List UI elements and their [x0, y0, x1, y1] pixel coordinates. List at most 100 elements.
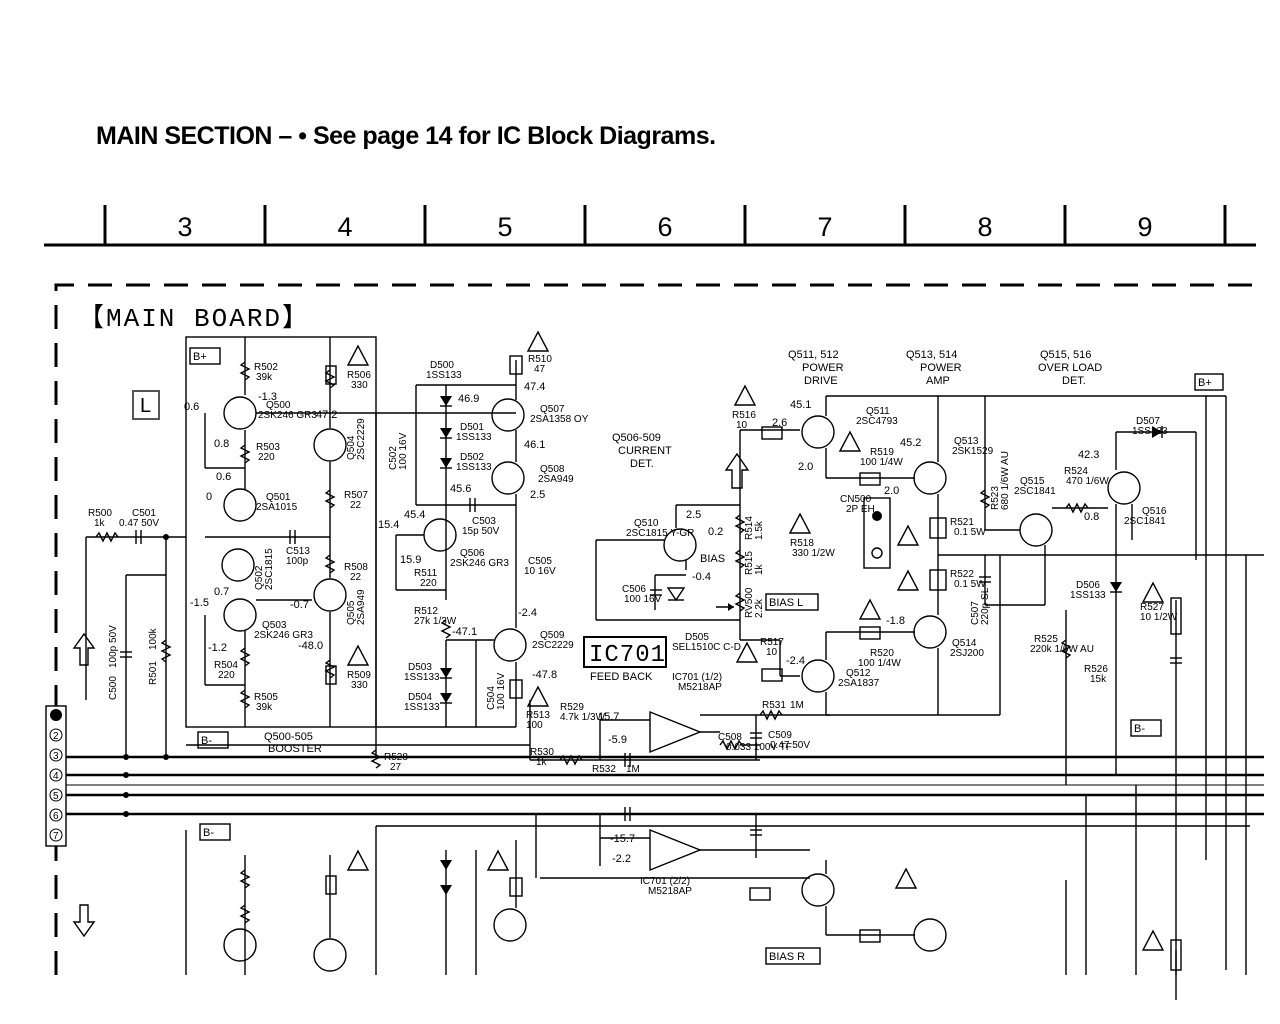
component-label: D501 [460, 422, 484, 433]
component-label: R530 [530, 747, 554, 758]
warning-icon [1141, 929, 1165, 951]
rail-tag-b-plus [1194, 373, 1224, 391]
component-label: R522 [950, 569, 974, 580]
component-value: 1M [626, 764, 640, 775]
component-value: 2SC4793 [856, 416, 898, 427]
column-label: 5 [497, 212, 512, 242]
component-label: R502 [254, 362, 278, 373]
component-label: R523 [990, 486, 1001, 510]
column-label: 8 [977, 212, 992, 242]
component-value: 22 [350, 572, 362, 583]
pin-number: 2 [53, 731, 59, 742]
component-label: RV500 [744, 587, 755, 618]
voltage-reading: 45.2 [900, 437, 921, 449]
component-value: 22 [350, 500, 362, 511]
corner-mark: L [140, 395, 151, 417]
component-value: 4.7k 1/3W [560, 712, 606, 723]
component-value: 2SA1358 OY [530, 414, 589, 425]
signal-down-arrow-icon [72, 904, 96, 938]
component-value: 2P EH [846, 504, 875, 515]
voltage-reading: 0.8 [1084, 511, 1099, 523]
pin-number: 5 [53, 791, 59, 802]
component-label: C509 [768, 730, 792, 741]
voltage-reading: 2.0 [798, 461, 813, 473]
voltage-reading: 15.4 [378, 519, 399, 531]
component-label: D507 [1136, 416, 1160, 427]
component-label: R532 [592, 764, 616, 775]
component-value: 100p 50V [108, 625, 119, 668]
column-label: 6 [657, 212, 672, 242]
component-label: Q510 [634, 518, 659, 529]
component-value: 470 1/6W [1066, 476, 1109, 487]
component-value: 0.47 50V [770, 740, 810, 751]
rail-label: B- [1134, 723, 1145, 735]
rail-tag-b-minus [197, 731, 229, 749]
voltage-reading: 45.6 [450, 483, 471, 495]
component-label: R503 [256, 442, 280, 453]
voltage-reading: 47.2 [316, 409, 337, 421]
component-label: Q515 [1020, 476, 1045, 487]
component-value: 1k [536, 757, 548, 768]
component-value: 2SA949 [538, 474, 574, 485]
connector-cn [45, 705, 67, 847]
component-label: R529 [560, 702, 584, 713]
voltage-reading: -48.0 [298, 640, 323, 652]
component-value: 220 [420, 578, 437, 589]
component-value: 10 16V [524, 566, 556, 577]
opamp-upper [559, 709, 830, 767]
component-label: D500 [430, 360, 454, 371]
voltage-reading: 15.7 [598, 711, 619, 723]
warning-icon [346, 644, 370, 666]
component-label: R506 [347, 370, 371, 381]
section-label: AMP [926, 375, 950, 387]
ic-caption: FEED BACK [590, 671, 653, 683]
component-label: R527 [1140, 602, 1164, 613]
component-label: Q514 [952, 638, 977, 649]
component-label: R505 [254, 692, 278, 703]
component-label: R518 [790, 538, 814, 549]
section-label: DRIVE [804, 375, 838, 387]
component-label: Q504 [346, 435, 357, 460]
voltage-reading: 0 [206, 491, 212, 503]
section-label: CURRENT [618, 445, 672, 457]
component-label: R510 [528, 354, 552, 365]
signal-up-arrow-icon [724, 452, 750, 489]
power-stage [739, 395, 1264, 716]
voltage-reading: 45.1 [790, 399, 811, 411]
component-label: Q500 [266, 400, 291, 411]
voltage-reading: 0.7 [214, 586, 229, 598]
component-value: 220p SL [980, 587, 991, 625]
voltage-reading: 0.6 [184, 401, 199, 413]
component-label: Q505 [346, 600, 357, 625]
component-value: 1.5k [754, 520, 765, 540]
voltage-reading: -2.4 [786, 655, 805, 667]
component-label: R508 [344, 562, 368, 573]
warning-icon [1141, 581, 1165, 603]
component-value: 330 [351, 680, 368, 691]
voltage-reading: -47.8 [532, 669, 557, 681]
bias-label: BIAS [700, 553, 725, 565]
component-value: 100 1/4W [860, 457, 903, 468]
component-label: C502 [388, 446, 399, 470]
component-value: 0.1 5W [954, 527, 986, 538]
warning-triangles [346, 330, 1165, 951]
component-value: 27 [390, 762, 402, 773]
component-label: Q516 [1142, 506, 1167, 517]
section-label: OVER LOAD [1038, 362, 1102, 374]
component-value: 100 16V [398, 432, 409, 470]
pin-number: 3 [53, 751, 59, 762]
warning-icon [858, 598, 882, 620]
component-label: Q507 [540, 404, 565, 415]
component-value: SEL1510C C-D [672, 642, 741, 653]
component-label: R500 [88, 508, 112, 519]
warning-icon [735, 641, 759, 663]
voltage-reading: -1.3 [258, 391, 277, 403]
pin-number: 6 [53, 811, 59, 822]
voltage-reading: 2.0 [884, 485, 899, 497]
component-label: R513 [526, 710, 550, 721]
section-label: POWER [802, 362, 844, 374]
component-value: 39k [256, 702, 273, 713]
component-value: 0.1 5W [954, 579, 986, 590]
voltage-reading: 45.4 [404, 509, 425, 521]
